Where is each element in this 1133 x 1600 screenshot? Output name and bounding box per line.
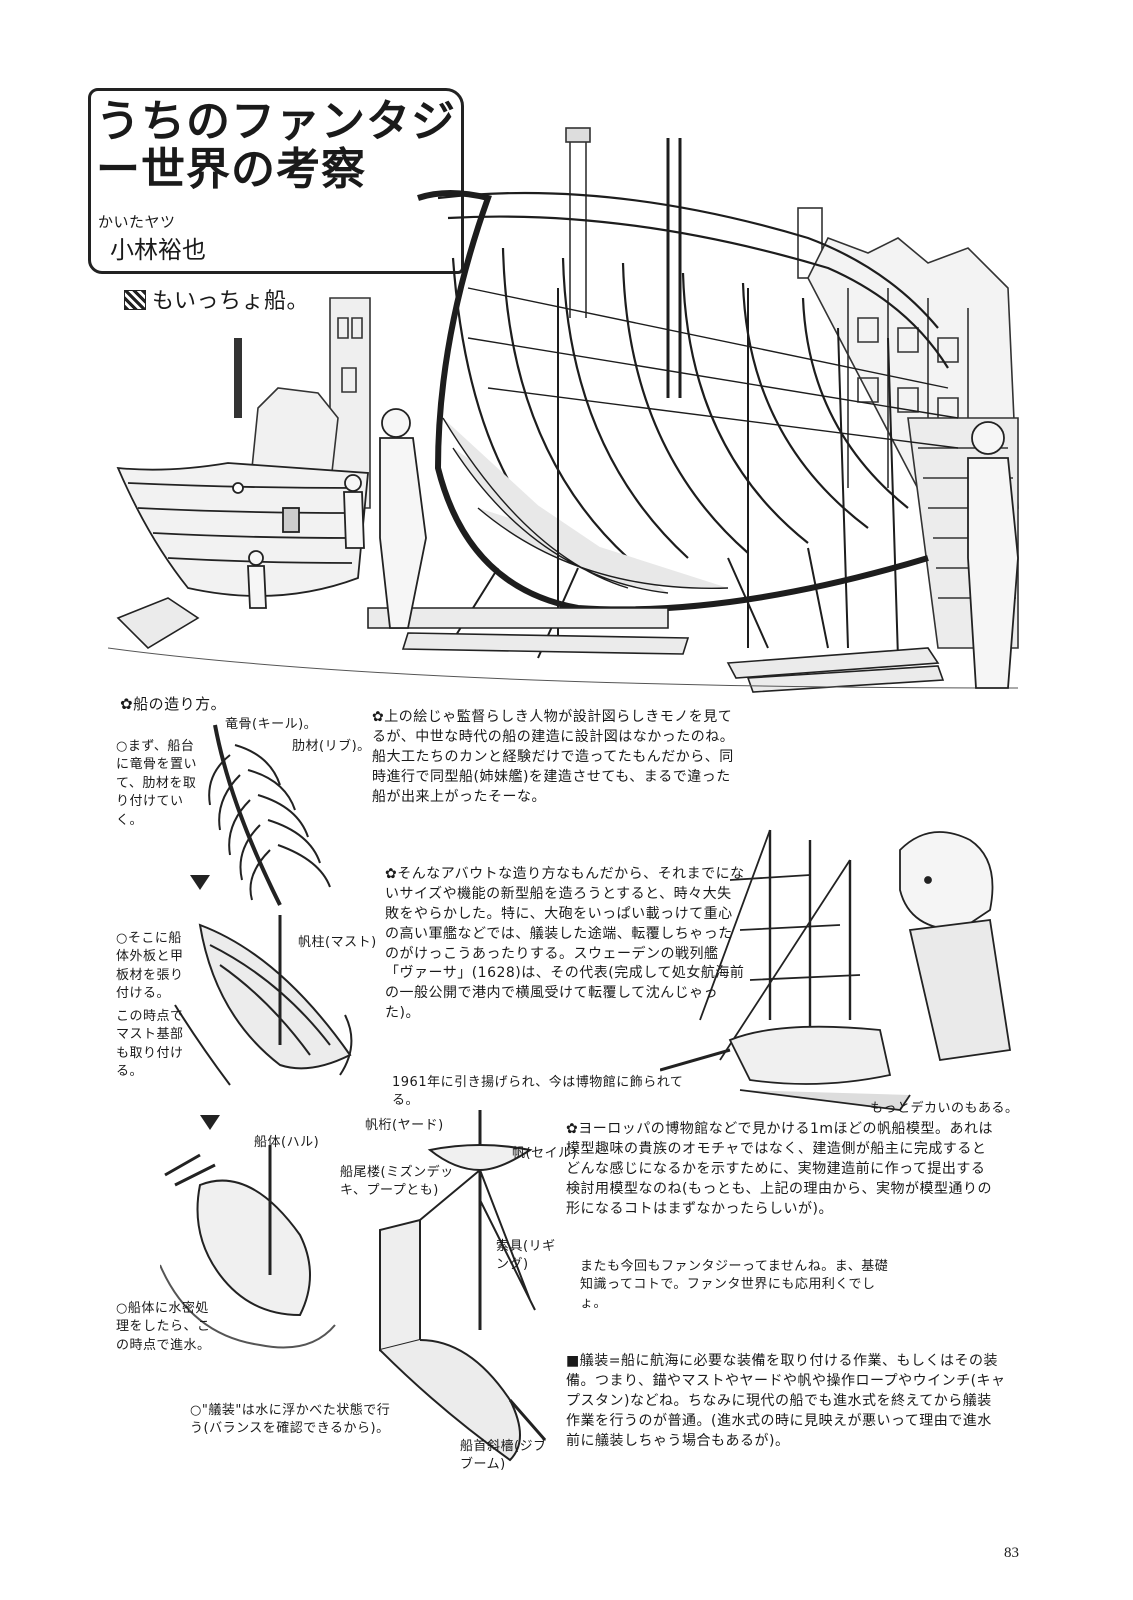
page-title: うちのファンタジー世界の考察 [96,96,456,196]
author-name: 小林裕也 [110,236,206,264]
step1-note: ○まず、船台に竜骨を置いて、肋材を取り付けていく。 [116,739,198,828]
construction-steps-diagram [160,724,353,1349]
step2-note: ○そこに船体外板と甲板材を張り付ける。 [116,931,184,1002]
bigger-model-tag: もっとデカいのもある。 [870,1101,1019,1116]
construction-heading: ✿船の造り方。 [120,695,227,713]
label-keel: 竜骨(キール)。 [225,717,318,732]
fantasy-note: またも今回もファンタジーってませんね。ま、基礎知識ってコトで。ファンタ世界にも応… [580,1259,889,1311]
vasa-note: ✿そんなアバウトな造り方なもんだから、それまでにないサイズや機能の新型船を造ろう… [385,866,745,1022]
step3-note: ○船体に水密処理をしたら、この時点で進水。 [116,1301,211,1353]
section-heading: もいっちょ船。 [124,286,309,317]
model-note: ✿ヨーロッパの博物館などで見かける1mほどの帆船模型。あれは模型趣味の貴族のオモ… [566,1121,993,1217]
design-note: ✿上の絵じゃ監督らしき人物が設計図らしきモノを見てるが、中世な時代の船の建造に設… [372,709,735,805]
step4-note: ○"艤装"は水に浮かべた状態で行う(バランスを確認できるから)。 [190,1403,391,1437]
ship-model-illustration [660,829,1012,1111]
label-sail: 帆(セイル) [512,1146,578,1161]
page-number: 83 [1004,1545,1019,1561]
step2b-note: この時点でマスト基部も取り付ける。 [116,1009,184,1080]
label-stern-castle: 船尾楼(ミズンデッキ、プープとも) [340,1165,454,1199]
label-hull: 船体(ハル) [254,1135,320,1150]
rigged-ship-diagram [379,1110,547,1462]
label-mast: 帆柱(マスト) [298,935,377,950]
vasa-subnote: 1961年に引き揚げられ、今は博物館に飾られてる。 [392,1075,684,1109]
label-ribs: 肋材(リブ)。 [292,739,371,754]
title-panel [88,88,464,274]
section-heading-text: もいっちょ船。 [152,289,310,314]
label-rigging: 索具(リギング) [496,1239,556,1273]
label-yard: 帆桁(ヤード) [365,1118,444,1133]
label-jibboom: 船首斜檣(ジブブーム) [460,1439,547,1473]
gisou-definition: ■艤装=船に航海に必要な装備を取り付ける作業、もしくはその装備。つまり、錨やマス… [566,1353,1006,1449]
author-tag: かいたヤツ [98,213,176,231]
shipyard-illustration [108,127,1019,693]
hatched-box-icon [124,290,146,310]
